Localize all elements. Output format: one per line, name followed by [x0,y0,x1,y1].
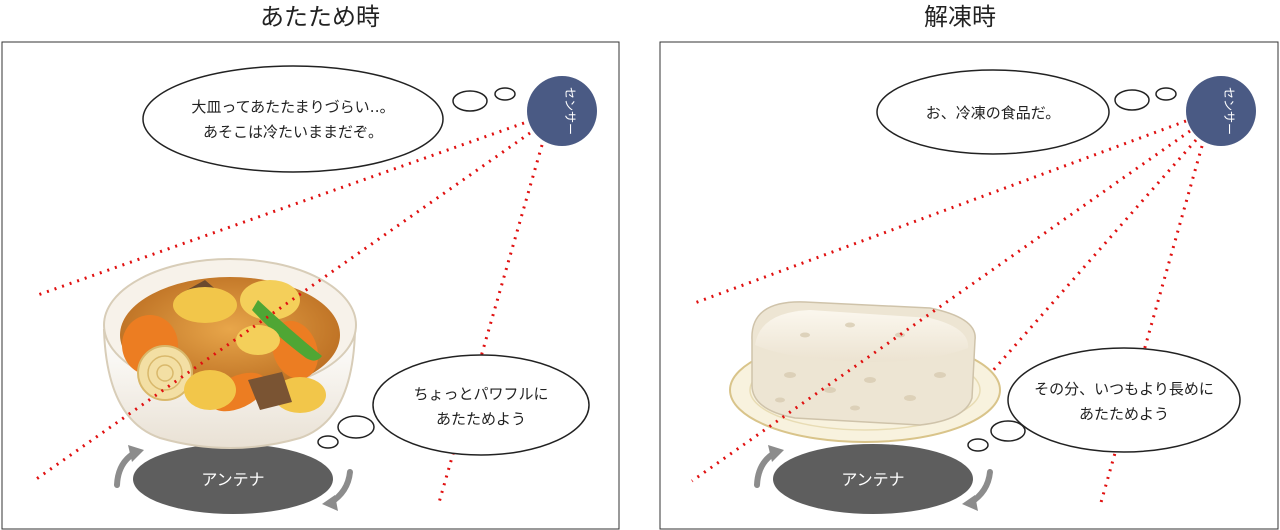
sensor-beams [691,119,1204,507]
action-line-1: その分、いつもより長めに [1034,380,1214,398]
action-line-1: ちょっとパワフルに [413,385,548,403]
panel-warming: アンテナ [1,41,620,530]
action-bubble: その分、いつもより長めに あたためよう [967,347,1241,453]
antenna-label: アンテナ [201,470,264,489]
stew-bowl-icon [102,258,357,449]
action-line-2: あたためよう [436,410,526,428]
sensor-label: センサー [1222,87,1236,135]
sensor-label: センサー [563,87,577,135]
action-line-2: あたためよう [1079,405,1169,423]
thought-line-1: お、冷凍の食品だ。 [926,104,1061,122]
thought-line-1: 大皿ってあたたまりづらい‥。 [191,98,394,116]
antenna-label: アンテナ [841,470,904,489]
action-bubble: ちょっとパワフルに あたためよう [317,354,590,456]
antenna: アンテナ [133,444,333,514]
panel-title-defrosting: 解凍時 [924,3,996,31]
panel-title-warming: あたため時 [260,3,380,31]
rotation-arrow-icon [754,445,784,488]
rotation-arrow-icon [962,469,993,511]
frozen-rice-plate-icon [729,301,1001,443]
rotation-arrow-icon [114,445,144,488]
sensor-icon: センサー [1186,76,1256,146]
thought-bubble: お、冷凍の食品だ。 [876,69,1177,155]
thought-line-2: あそこは冷たいままだぞ。 [203,123,383,141]
sensor-icon: センサー [527,76,597,146]
panel-defrosting: アンテナ [659,41,1279,530]
thought-bubble: 大皿ってあたたまりづらい‥。 あそこは冷たいままだぞ。 [142,65,516,173]
antenna: アンテナ [773,444,973,514]
rotation-arrow-icon [322,469,353,511]
